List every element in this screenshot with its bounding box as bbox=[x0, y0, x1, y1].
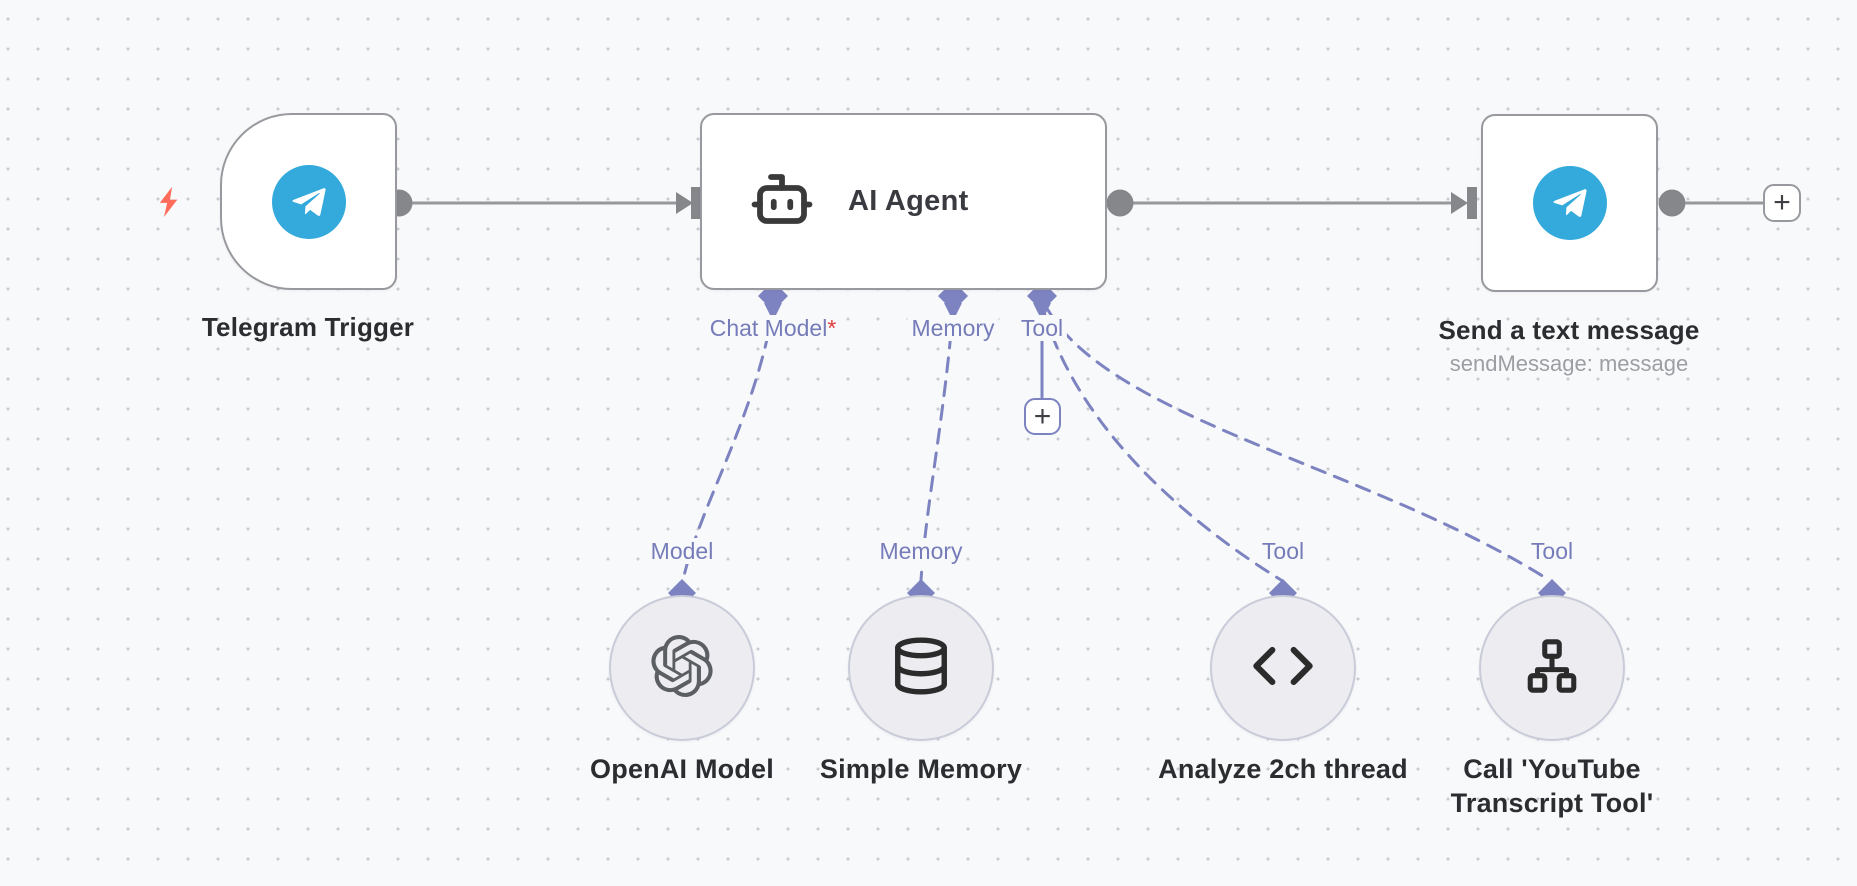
simplememory-port-label: Memory bbox=[875, 538, 967, 564]
agent-port-memory-diamond[interactable] bbox=[938, 281, 968, 321]
node-telegram-trigger[interactable] bbox=[220, 113, 397, 290]
node-simple-memory[interactable] bbox=[848, 595, 994, 741]
add-next-node-button[interactable]: + bbox=[1763, 184, 1801, 222]
trigger-node-title: Telegram Trigger bbox=[201, 312, 415, 342]
robot-icon bbox=[744, 166, 820, 237]
openai-port-label: Model bbox=[646, 538, 718, 564]
telegram-icon bbox=[271, 164, 346, 239]
openai-node-title: OpenAI Model bbox=[590, 754, 774, 784]
database-icon bbox=[890, 635, 952, 702]
required-mark: * bbox=[827, 315, 837, 341]
add-tool-button[interactable]: + bbox=[1024, 398, 1061, 435]
node-ai-agent[interactable]: AI Agent bbox=[700, 113, 1107, 290]
youtube-port-label: Tool bbox=[1526, 538, 1578, 564]
agent-port-label-tool: Tool bbox=[1016, 315, 1068, 341]
code-icon bbox=[1251, 634, 1315, 703]
wire-tool-to-youtube bbox=[1046, 308, 1551, 582]
analyze-node-title: Analyze 2ch thread bbox=[1158, 754, 1408, 784]
agent-port-label-memory: Memory bbox=[907, 315, 999, 341]
agent-output-port[interactable] bbox=[1106, 189, 1134, 217]
agent-port-label-chat-model: Chat Model* bbox=[705, 315, 841, 341]
telegram-icon bbox=[1532, 166, 1607, 240]
node-openai-model[interactable] bbox=[609, 595, 755, 741]
send-input-port[interactable] bbox=[1467, 187, 1477, 219]
youtube-title-line1: Call 'YouTube bbox=[1463, 754, 1641, 784]
node-send-message[interactable] bbox=[1481, 114, 1658, 292]
node-youtube-tool[interactable] bbox=[1479, 595, 1625, 741]
port-label-text: Chat Model bbox=[709, 315, 828, 341]
agent-port-chat-model-diamond[interactable] bbox=[758, 281, 788, 321]
send-node-subtitle: sendMessage: message bbox=[1449, 351, 1689, 376]
send-node-title: Send a text message bbox=[1438, 315, 1700, 345]
simplememory-node-title: Simple Memory bbox=[819, 754, 1023, 784]
sitemap-icon bbox=[1523, 637, 1581, 700]
wire-arrowhead bbox=[676, 192, 693, 214]
openai-icon bbox=[651, 634, 713, 702]
trigger-bolt-icon bbox=[152, 184, 188, 220]
agent-input-port[interactable] bbox=[691, 187, 701, 219]
agent-port-tool-diamond[interactable] bbox=[1027, 281, 1057, 321]
analyze-port-label: Tool bbox=[1257, 538, 1309, 564]
youtube-title-line2: Transcript Tool' bbox=[1450, 788, 1654, 818]
wire-tool-to-analyze bbox=[1042, 310, 1283, 582]
wire-arrowhead bbox=[1451, 192, 1468, 214]
agent-node-title: AI Agent bbox=[848, 185, 969, 217]
node-analyze-thread[interactable] bbox=[1210, 595, 1356, 741]
send-output-port[interactable] bbox=[1658, 189, 1686, 217]
